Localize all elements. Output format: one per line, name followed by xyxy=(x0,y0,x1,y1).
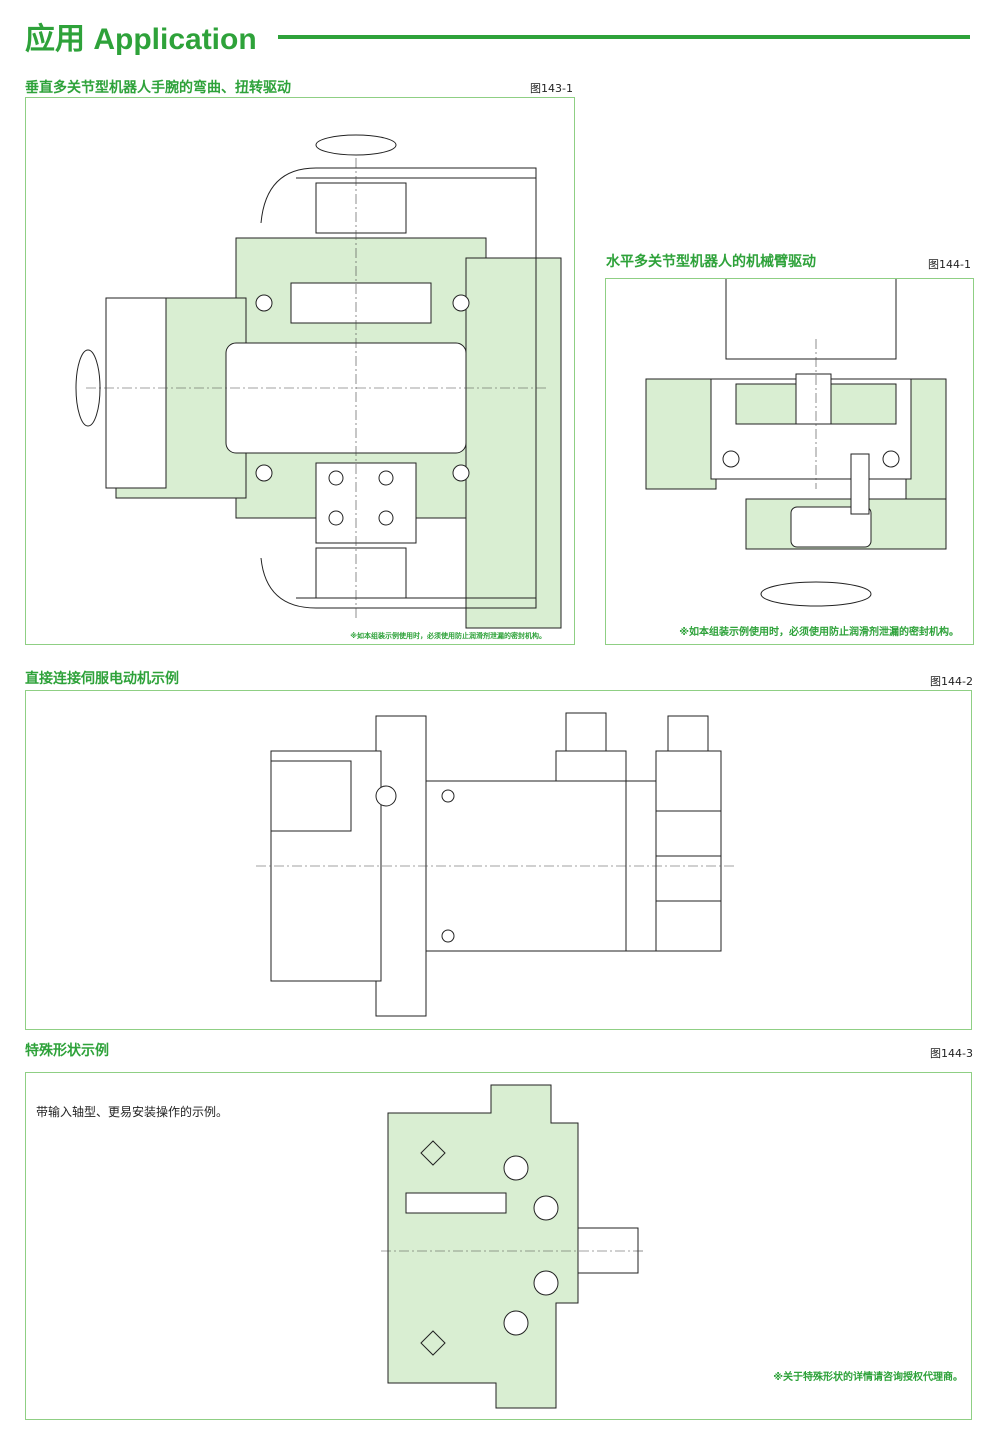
arm-drawing-panel: ※如本组装示例使用时，必须使用防止润滑剂泄漏的密封机构。 xyxy=(605,278,974,645)
section-title-servo: 直接连接伺服电动机示例 xyxy=(25,671,179,687)
arm-note: ※如本组装示例使用时，必须使用防止润滑剂泄漏的密封机构。 xyxy=(679,627,959,638)
figure-label: 图144-1 xyxy=(928,258,971,271)
servo-drawing xyxy=(256,712,736,1017)
special-caption: 带输入轴型、更易安装操作的示例。 xyxy=(36,1105,229,1119)
special-drawing xyxy=(381,1084,646,1409)
special-note: ※关于特殊形状的详情请咨询授权代理商。 xyxy=(773,1372,963,1383)
page-title: 应用 Application xyxy=(25,23,257,56)
section-title-special: 特殊形状示例 xyxy=(25,1043,109,1059)
arm-drawing xyxy=(645,279,947,607)
section-title-arm: 水平多关节型机器人的机械臂驱动 xyxy=(606,254,816,270)
servo-drawing-panel xyxy=(25,690,972,1030)
section-title-wrist: 垂直多关节型机器人手腕的弯曲、扭转驱动 xyxy=(25,80,291,96)
wrist-drawing xyxy=(75,134,562,629)
figure-label: 图144-2 xyxy=(930,675,973,688)
title-rule xyxy=(278,35,970,39)
wrist-drawing-panel: ※如本组装示例使用时，必须使用防止润滑剂泄漏的密封机构。 xyxy=(25,97,575,645)
wrist-note: ※如本组装示例使用时，必须使用防止润滑剂泄漏的密封机构。 xyxy=(350,632,546,640)
figure-label: 图144-3 xyxy=(930,1047,973,1060)
special-drawing-panel: 带输入轴型、更易安装操作的示例。 ※关于特殊形状的详情请咨询授权代理商。 xyxy=(25,1072,972,1420)
figure-label: 图143-1 xyxy=(530,82,573,95)
